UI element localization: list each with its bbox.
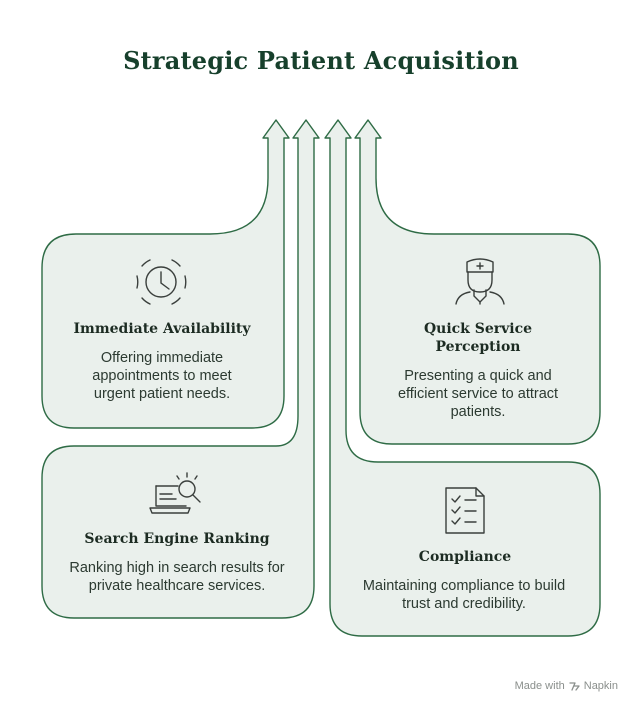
laptop-search-icon	[149, 472, 201, 514]
card-text-immediate: Offering immediate appointments to meet …	[92, 350, 232, 402]
napkin-logo-icon	[569, 681, 580, 691]
card-shape-compliance	[324, 119, 601, 637]
card-title-quick: Quick Service Perception	[423, 321, 533, 355]
card-title-search: Search Engine Ranking	[84, 531, 270, 547]
card-title-compliance: Compliance	[418, 549, 512, 565]
diagram-title: Strategic Patient Acquisition	[123, 46, 519, 75]
card-shape-search	[41, 119, 320, 619]
card-shape-quick	[354, 119, 601, 445]
checklist-icon	[445, 487, 485, 534]
card-shape-immediate	[41, 119, 290, 429]
made-with-label: Made with	[514, 680, 565, 692]
card-text-quick: Presenting a quick and efficient service…	[397, 368, 559, 420]
napkin-brand-label[interactable]: Napkin	[583, 680, 618, 692]
doctor-icon	[455, 258, 505, 305]
clock-icon	[136, 259, 187, 305]
card-text-compliance: Maintaining compliance to build trust an…	[362, 578, 566, 612]
footer: Made with Napkin	[515, 680, 618, 692]
card-title-immediate: Immediate Availability	[73, 321, 251, 337]
card-text-search: Ranking high in search results for priva…	[69, 560, 285, 594]
